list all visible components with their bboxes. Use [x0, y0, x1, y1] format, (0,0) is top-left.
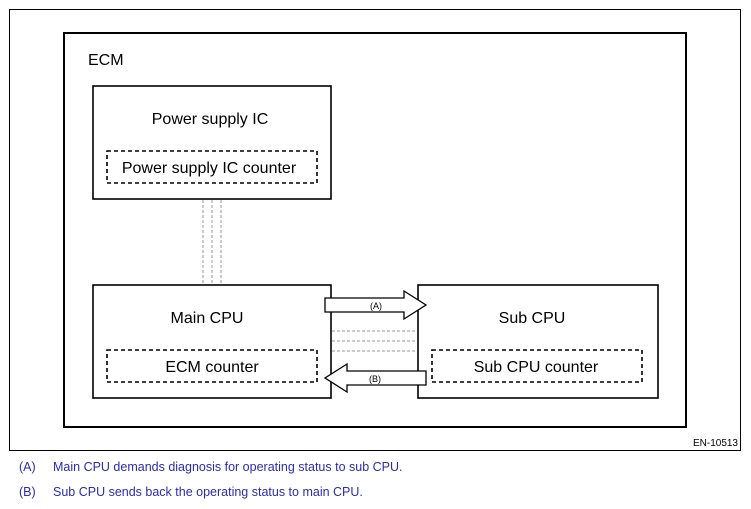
sub-cpu-counter-box — [431, 349, 643, 383]
power-supply-ic-counter-box — [106, 150, 318, 184]
ecm-box — [63, 32, 687, 428]
power-supply-ic-label: Power supply IC — [152, 111, 269, 128]
main-cpu-box — [92, 284, 332, 399]
main-sub-link — [332, 330, 417, 352]
arrow-b-label: (B) — [369, 374, 381, 384]
sub-cpu-counter-label: Sub CPU counter — [474, 359, 599, 376]
legend-key: (B) — [19, 485, 36, 499]
legend-item-a: (A) Main CPU demands diagnosis for operat… — [19, 460, 402, 474]
arrow-b — [323, 362, 427, 394]
legend-text: Main CPU demands diagnosis for operating… — [53, 460, 403, 474]
system-diagram: ECM Power supply IC Power supply IC coun… — [9, 9, 741, 451]
ecm-counter-box — [106, 349, 318, 383]
sub-cpu-box — [417, 284, 659, 399]
power-main-link — [202, 200, 222, 284]
arrow-a-label: (A) — [370, 301, 382, 311]
power-supply-ic-box — [92, 85, 332, 200]
main-cpu-label: Main CPU — [171, 310, 244, 327]
ecm-label: ECM — [88, 52, 124, 69]
figure-id: EN-10513 — [693, 438, 738, 449]
power-supply-ic-counter-label: Power supply IC counter — [122, 160, 297, 177]
sub-cpu-label: Sub CPU — [499, 310, 566, 327]
arrow-a — [324, 289, 428, 321]
figure-frame — [9, 9, 741, 451]
ecm-counter-label: ECM counter — [165, 359, 259, 376]
legend-key: (A) — [19, 460, 36, 474]
legend-item-b: (B) Sub CPU sends back the operating stat… — [19, 485, 363, 499]
legend-text: Sub CPU sends back the operating status … — [53, 485, 363, 499]
